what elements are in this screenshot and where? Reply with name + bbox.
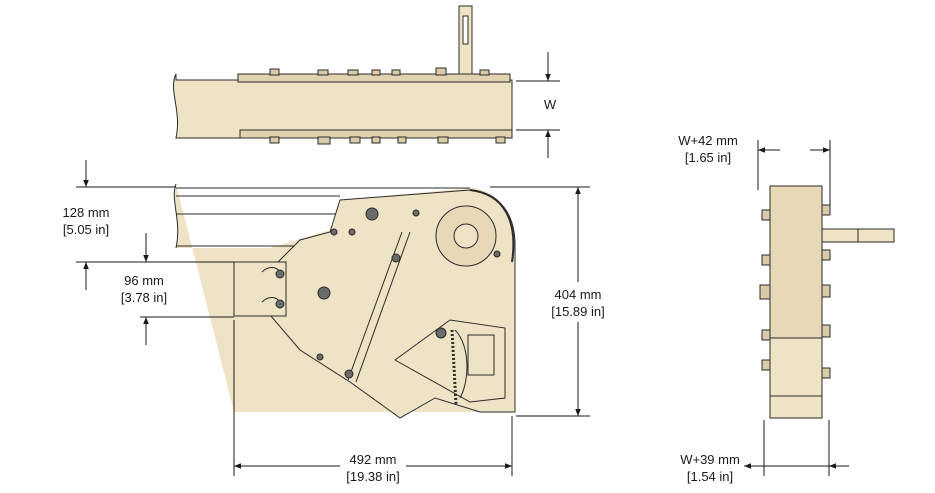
end-view [759, 185, 895, 419]
dim-label-96: 96 mm [3.78 in] [114, 272, 174, 306]
dim-label-128: 128 mm [5.05 in] [56, 204, 116, 238]
side-view [173, 183, 516, 419]
dim-label-492: 492 mm [19.38 in] [340, 451, 406, 485]
dim-404-metric: 404 mm [554, 287, 602, 302]
dim-492-imperial: [19.38 in] [346, 469, 400, 484]
top-body [172, 73, 513, 139]
dim-96-imperial: [3.78 in] [120, 290, 168, 305]
dim-128-imperial: [5.05 in] [62, 222, 110, 237]
dim-label-w42: W+42 mm [1.65 in] [670, 132, 746, 166]
dimension-lines [76, 52, 849, 476]
dim-label-w39: W+39 mm [1.54 in] [672, 451, 748, 485]
dim-492-metric: 492 mm [349, 452, 397, 467]
dim-96-metric: 96 mm [124, 273, 164, 288]
dim-w39-imperial: [1.54 in] [686, 469, 734, 484]
dim-w-metric: W [543, 97, 557, 112]
dim-label-404: 404 mm [15.89 in] [546, 286, 610, 320]
dim-128-metric: 128 mm [62, 205, 110, 220]
top-view [172, 5, 513, 145]
dim-w42-metric: W+42 mm [678, 133, 738, 148]
dim-label-w: W [540, 96, 560, 113]
dim-w42-imperial: [1.65 in] [684, 150, 732, 165]
dim-w39-metric: W+39 mm [680, 452, 740, 467]
dim-404-imperial: [15.89 in] [551, 304, 605, 319]
